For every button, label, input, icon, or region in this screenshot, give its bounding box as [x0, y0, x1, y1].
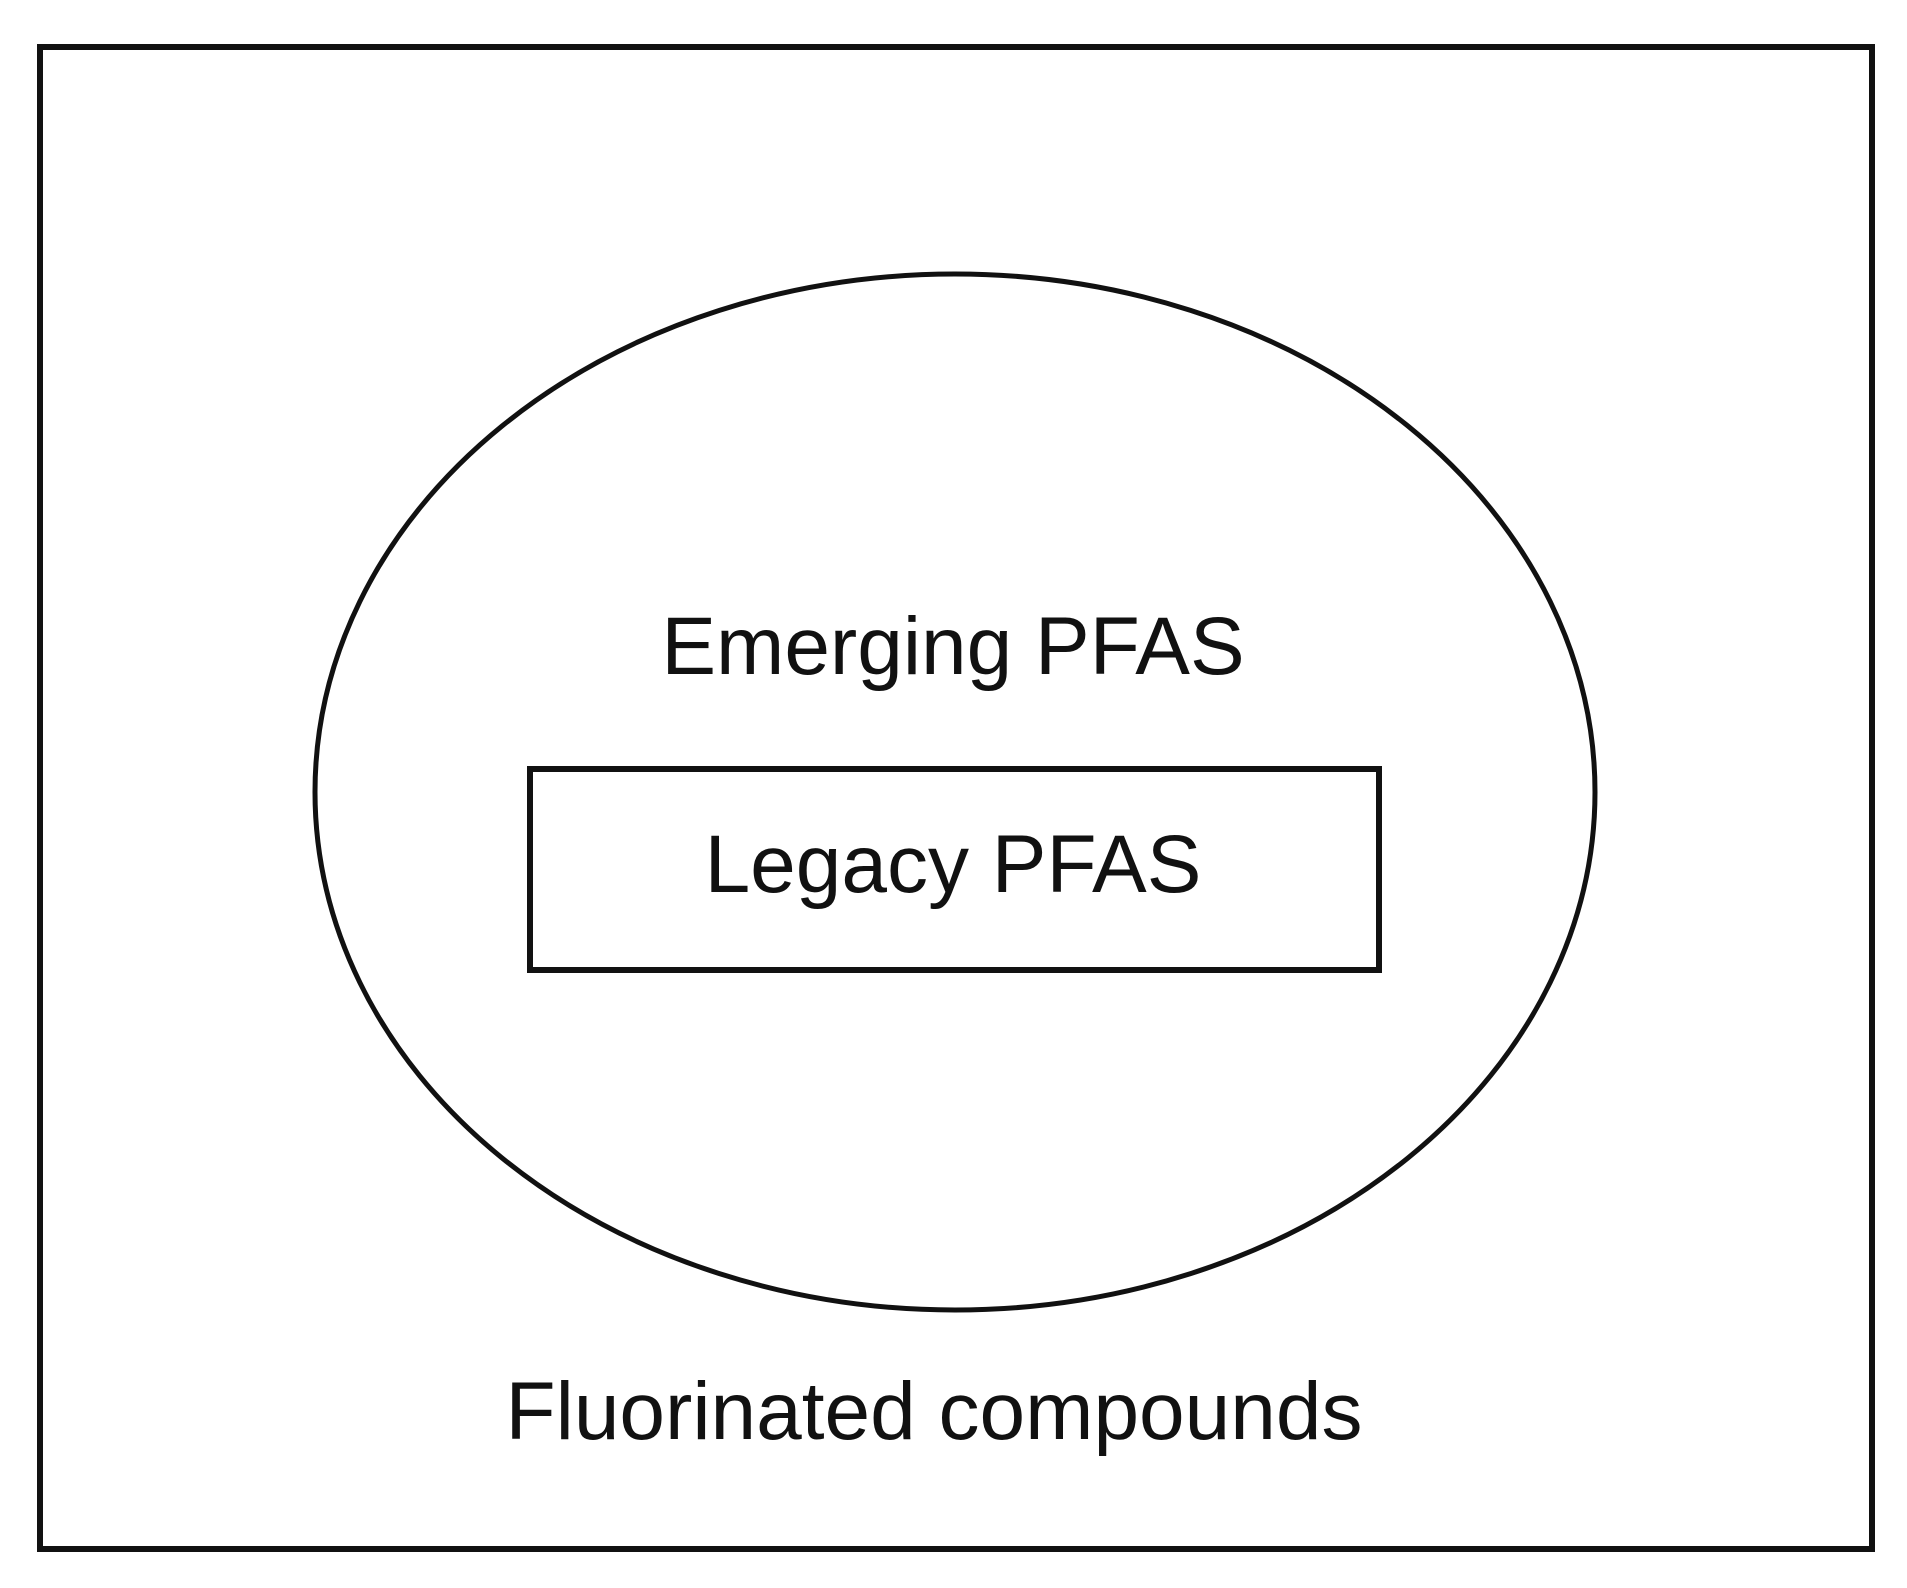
emerging-pfas-ellipse [312, 271, 1598, 1313]
fluorinated-compounds-label: Fluorinated compounds [506, 1366, 1363, 1457]
legacy-pfas-box [527, 766, 1382, 973]
fluorinated-compounds-box [37, 44, 1875, 1552]
legacy-pfas-label: Legacy PFAS [705, 819, 1202, 910]
emerging-pfas-label: Emerging PFAS [661, 601, 1244, 692]
